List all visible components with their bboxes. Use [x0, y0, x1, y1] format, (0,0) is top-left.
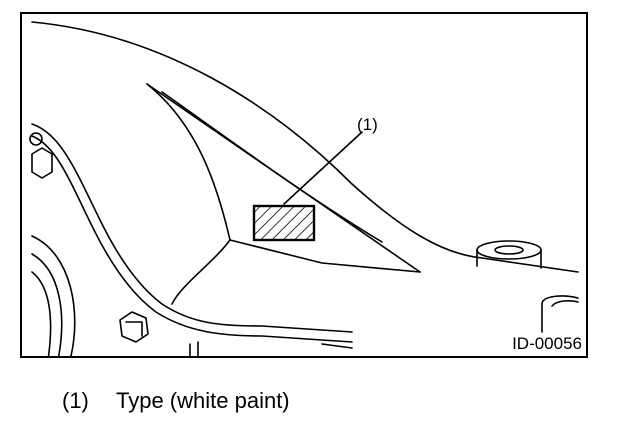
- diagram-drawing: [29, 21, 579, 356]
- callout-leader-line: [283, 131, 363, 205]
- bore-arc-3: [31, 271, 52, 356]
- callout-label: (1): [357, 115, 378, 134]
- legend-number: (1): [62, 388, 89, 413]
- left-flange-inner: [31, 135, 353, 343]
- panel-edge-left: [146, 83, 231, 241]
- housing-outline: [31, 21, 579, 273]
- lower-curve: [171, 239, 231, 305]
- engine-diagram: (1) ID-00056: [20, 12, 588, 358]
- bore-arc-2: [31, 253, 63, 356]
- bolt-hex-top: [31, 147, 53, 179]
- boss-small: [541, 295, 579, 305]
- panel-edge-lower: [229, 239, 421, 273]
- bore-arc-1: [31, 235, 76, 356]
- boss-top-ellipse: [476, 240, 542, 260]
- figure-id: ID-00056: [512, 334, 582, 353]
- legend-text: Type (white paint): [116, 388, 290, 413]
- white-paint-marking: [252, 204, 316, 242]
- panel-edge-parallel: [161, 91, 383, 243]
- legend-item: (1) Type (white paint): [62, 388, 290, 414]
- left-flange-outer: [31, 123, 353, 333]
- bolt-hex-lower: [119, 311, 149, 343]
